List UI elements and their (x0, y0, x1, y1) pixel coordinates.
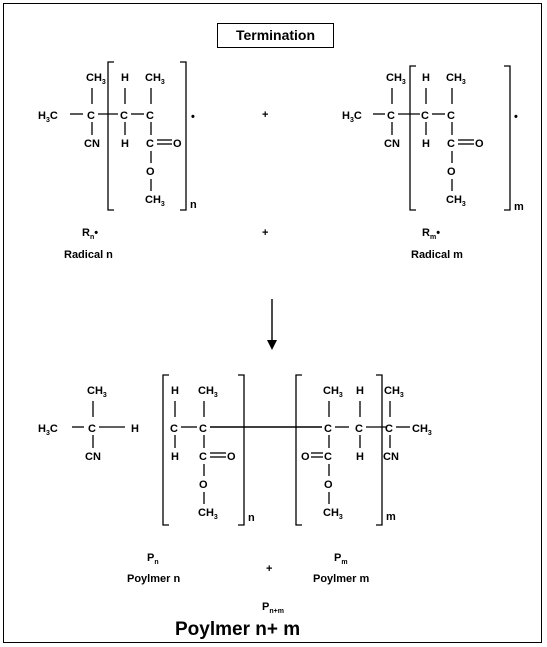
svg-text:C: C (447, 110, 455, 122)
svg-text:H3C: H3C (38, 110, 58, 124)
svg-text:CH3: CH3 (145, 72, 165, 86)
svg-text:C: C (199, 451, 207, 463)
svg-text:CH3: CH3 (446, 194, 466, 208)
svg-text:O: O (227, 451, 236, 463)
svg-text:CH3: CH3 (145, 194, 165, 208)
svg-text:CH3: CH3 (386, 72, 406, 86)
svg-text:C: C (355, 423, 363, 435)
svg-text:n: n (248, 512, 255, 524)
down-arrow-icon (267, 299, 277, 350)
svg-text:C: C (421, 110, 429, 122)
svg-text:H: H (422, 138, 430, 150)
svg-text:C: C (447, 138, 455, 150)
polymer-m-label: Poylmer m (313, 573, 369, 585)
svg-text:m: m (386, 511, 396, 523)
svg-text:C: C (146, 138, 154, 150)
combined-polymer-label: Poylmer n+ m (175, 619, 300, 640)
svg-text:H: H (121, 138, 129, 150)
svg-text:C: C (324, 451, 332, 463)
svg-text:CH3: CH3 (446, 72, 466, 86)
svg-text:CN: CN (383, 451, 399, 463)
svg-text:CH3: CH3 (384, 385, 404, 399)
svg-text:CH3: CH3 (323, 507, 343, 521)
svg-text:H: H (171, 385, 179, 397)
svg-text:CH3: CH3 (87, 385, 107, 399)
polymer-n-symbol: Pn (147, 552, 159, 566)
svg-text:C: C (170, 423, 178, 435)
svg-text:H: H (121, 72, 129, 84)
radical-dot-n: • (191, 111, 195, 123)
svg-text:CH3: CH3 (86, 72, 106, 86)
polymer-m-symbol: Pm (334, 552, 348, 566)
svg-text:O: O (475, 138, 484, 150)
svg-text:n: n (190, 199, 197, 211)
svg-text:CH3: CH3 (198, 507, 218, 521)
plus-sign-products: + (266, 563, 272, 575)
svg-text:H: H (356, 385, 364, 397)
svg-text:CH3: CH3 (323, 385, 343, 399)
svg-text:C: C (87, 110, 95, 122)
svg-text:C: C (88, 423, 96, 435)
svg-text:O: O (447, 166, 456, 178)
svg-text:CN: CN (384, 138, 400, 150)
svg-text:H3C: H3C (38, 423, 58, 437)
radical-m-label: Radical m (411, 249, 463, 261)
svg-text:CH3: CH3 (412, 423, 432, 437)
radical-n-symbol: Rn• (82, 227, 98, 241)
svg-text:C: C (387, 110, 395, 122)
radical-m-symbol: Rm• (422, 227, 440, 241)
svg-text:CH3: CH3 (198, 385, 218, 399)
diagram-frame (3, 3, 542, 643)
radical-m-structure: CH3 H3C C CN H C H CH3 C C O O CH3 m • (342, 65, 524, 213)
svg-text:O: O (199, 479, 208, 491)
svg-text:CN: CN (84, 138, 100, 150)
svg-text:H3C: H3C (342, 110, 362, 124)
radical-n-structure: CH3 H3C C CN H C H CH3 C C O O CH3 n • (38, 61, 197, 211)
svg-text:C: C (120, 110, 128, 122)
svg-text:CN: CN (85, 451, 101, 463)
svg-text:C: C (385, 423, 393, 435)
polymer-n-label: Poylmer n (127, 573, 180, 585)
svg-text:O: O (301, 451, 310, 463)
plus-sign-top: + (262, 109, 268, 121)
svg-text:H: H (171, 451, 179, 463)
svg-text:O: O (173, 138, 182, 150)
radical-dot-m: • (514, 111, 518, 123)
combined-polymer-symbol: Pn+m (262, 601, 284, 615)
svg-text:m: m (514, 201, 524, 213)
diagram-title: Termination (217, 23, 334, 48)
svg-text:O: O (146, 166, 155, 178)
svg-text:H: H (356, 451, 364, 463)
svg-text:C: C (199, 423, 207, 435)
polymer-product-structure: CH3 H3C C CN H H C H CH3 C C O O CH3 n (38, 374, 432, 526)
svg-text:C: C (146, 110, 154, 122)
radical-n-label: Radical n (64, 249, 113, 261)
svg-text:H: H (422, 72, 430, 84)
plus-sign-middle: + (262, 227, 268, 239)
svg-text:H: H (131, 423, 139, 435)
svg-text:O: O (324, 479, 333, 491)
svg-text:C: C (324, 423, 332, 435)
